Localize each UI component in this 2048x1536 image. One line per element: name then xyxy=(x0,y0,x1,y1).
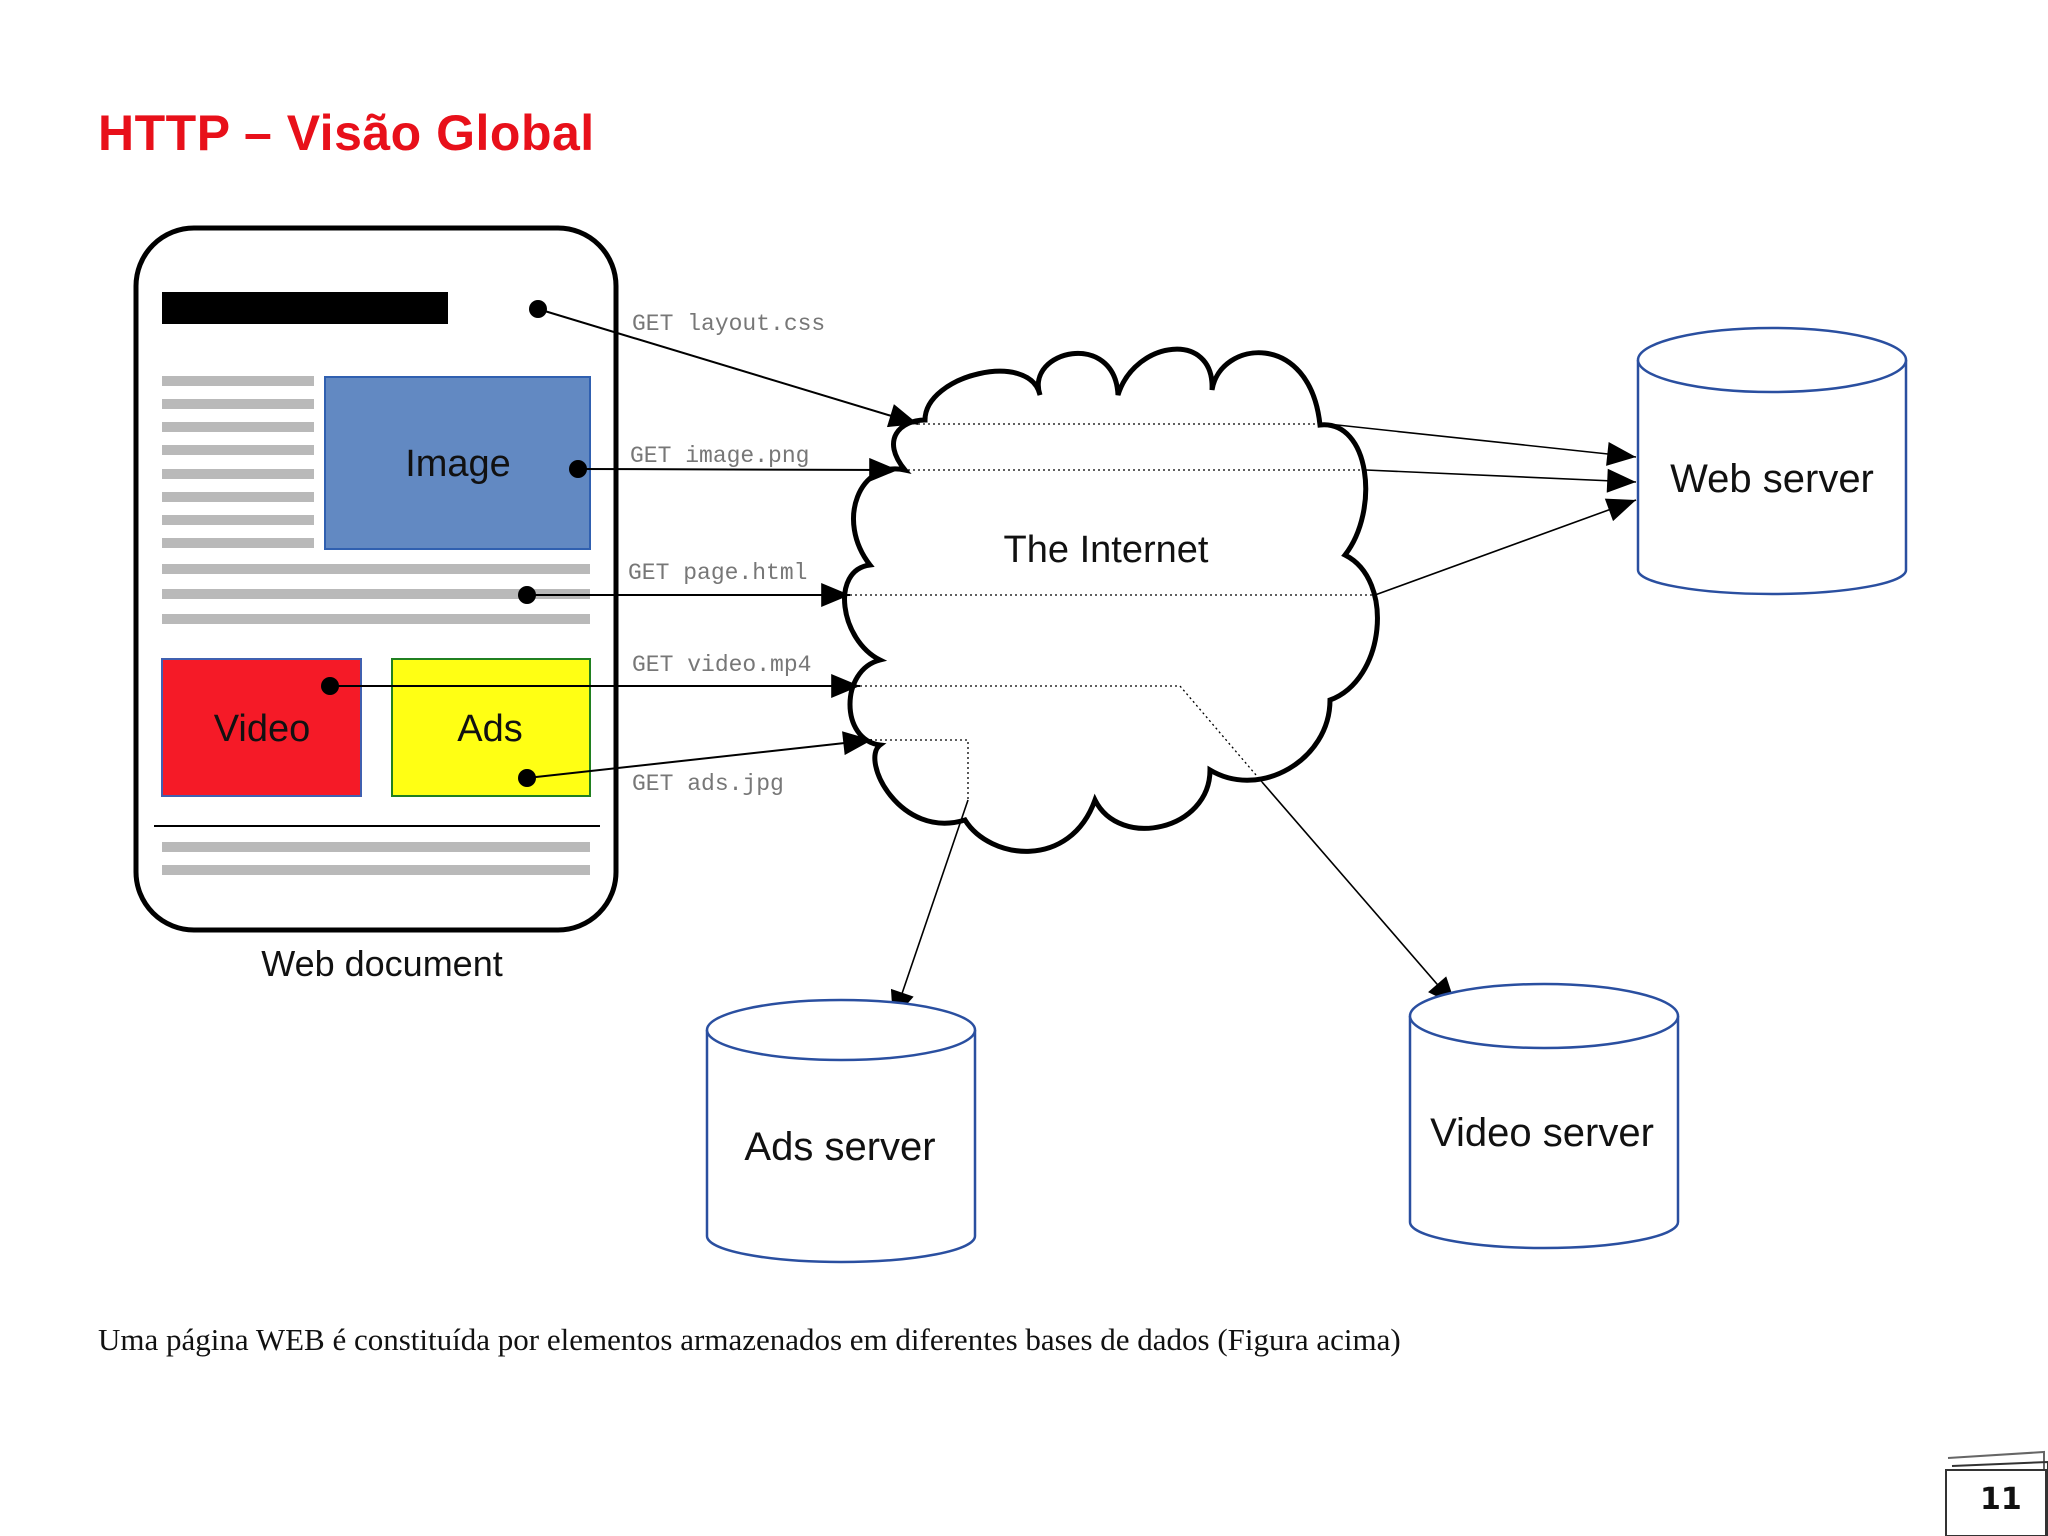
arrow-to-web-server-1 xyxy=(1327,423,1637,466)
request-label-layout-css: GET layout.css xyxy=(632,311,825,337)
internet-label: The Internet xyxy=(1004,529,1209,571)
internet-cloud: The Internet xyxy=(842,346,1380,854)
document-frame xyxy=(133,225,619,933)
video-server-top xyxy=(1408,982,1680,1050)
request-label-video-mp4: GET video.mp4 xyxy=(632,652,811,678)
arrow-ads-jpg xyxy=(526,731,873,779)
ads-server-body xyxy=(705,1030,977,1264)
request-arrows xyxy=(330,308,919,779)
request-label-ads-jpg: GET ads.jpg xyxy=(632,771,784,797)
request-label-image-png: GET image.png xyxy=(630,443,809,469)
cloud-routes xyxy=(850,423,1375,800)
web-document-caption: Web document xyxy=(261,943,502,984)
slide-caption: Uma página WEB é constituída por element… xyxy=(98,1322,1401,1357)
arrow-to-video-server xyxy=(1261,781,1457,1007)
server-arrows xyxy=(890,423,1637,1021)
request-label-page-html: GET page.html xyxy=(628,560,807,586)
page-number: 11 xyxy=(1980,1482,2022,1517)
page-number-badge xyxy=(1945,1450,2048,1536)
image-block xyxy=(324,376,591,550)
ads-block-label: Ads xyxy=(457,708,522,750)
video-block-label: Video xyxy=(214,708,311,750)
web-server-label: Web server xyxy=(1670,457,1874,501)
request-labels: GET layout.css GET image.png GET page.ht… xyxy=(628,311,825,797)
request-origin-dots xyxy=(321,300,587,787)
cloud-shape xyxy=(842,346,1380,854)
arrow-to-ads-server xyxy=(890,799,969,1021)
video-server-label: Video server xyxy=(1430,1111,1654,1155)
arrow-image-png xyxy=(577,457,899,482)
web-server: Web server xyxy=(1636,326,1908,596)
arrow-layout-css xyxy=(537,308,919,428)
video-server-body xyxy=(1408,1016,1680,1250)
ads-server: Ads server xyxy=(705,998,977,1264)
ads-server-top xyxy=(705,998,977,1062)
slide-title: HTTP – Visão Global xyxy=(98,105,595,161)
web-server-top xyxy=(1636,326,1908,394)
web-server-body xyxy=(1636,360,1908,596)
video-server: Video server xyxy=(1408,982,1680,1250)
ads-block xyxy=(391,658,591,797)
ads-server-label: Ads server xyxy=(744,1125,935,1169)
document-header-bar xyxy=(162,292,448,324)
arrow-to-web-server-2 xyxy=(1365,468,1637,493)
arrow-to-web-server-3 xyxy=(1374,498,1637,596)
image-block-label: Image xyxy=(405,443,511,485)
web-document: Image Video Ads Web document xyxy=(133,225,619,984)
